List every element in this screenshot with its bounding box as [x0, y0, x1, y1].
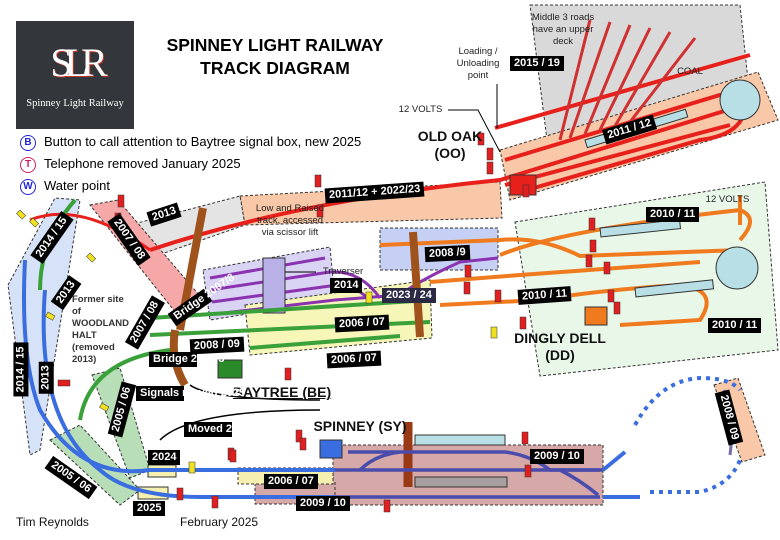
- station-name: DINGLY DELL: [514, 330, 606, 346]
- logo-monogram: SLR: [50, 40, 107, 85]
- legend-item: T Telephone removed January 2025: [20, 156, 241, 173]
- yard-sidings: [558, 19, 697, 141]
- station-code: (DD): [545, 347, 575, 363]
- tag-2006-07-a: 2006 / 07: [334, 314, 390, 333]
- spinney-platform-1: [414, 434, 506, 446]
- title-line-1: SPINNEY LIGHT RAILWAY: [166, 35, 384, 55]
- tag-2015-19: 2015 / 19: [510, 56, 564, 71]
- note-coal: COAL: [677, 66, 703, 77]
- dingly-turntable: [715, 246, 759, 290]
- legend-text: Telephone removed January 2025: [44, 156, 241, 171]
- footer-date: February 2025: [180, 515, 259, 529]
- station-code: (OO): [434, 145, 466, 161]
- loop-dashed: [633, 375, 742, 494]
- water-point-icon: W: [20, 178, 36, 195]
- tag-2024: 2024: [148, 450, 181, 465]
- button-icon: B: [20, 134, 36, 151]
- note-12-volts-oo: 12 VOLTS: [398, 104, 443, 115]
- tag-2006-07-b: 2006 / 07: [326, 350, 382, 369]
- leader-12-volts: [448, 109, 501, 153]
- note-low-raised: Low and Raised track, accessed via sciss…: [255, 203, 325, 238]
- tag-2025: 2025: [133, 501, 166, 516]
- dingly-platform-2: [634, 279, 715, 298]
- traverser: [262, 257, 286, 314]
- tag-moved-2024: Moved 2024: [184, 422, 250, 437]
- loop-tracks: [22, 259, 640, 499]
- telephone-removed-icon: T: [20, 156, 36, 173]
- tag-signals-moved: Signals moved 2025: [136, 386, 245, 401]
- station-dingly-dell: DINGLY DELL(DD): [505, 330, 615, 364]
- spinney-shed: [319, 439, 343, 459]
- tag-2008-09-be: 2008 / 09: [189, 336, 245, 355]
- tag-2023-24: 2023 / 24: [382, 288, 436, 303]
- dingly-platform-1: [599, 219, 682, 238]
- tag-2010-11-a: 2010 / 11: [646, 207, 700, 222]
- spinney-tracks: [335, 450, 603, 499]
- bridge-brown-2: [409, 231, 424, 338]
- legend-item: B Button to call attention to Baytree sig…: [20, 134, 361, 151]
- tag-2006-07-c: 2006 / 07: [264, 474, 318, 489]
- logo: SLR Spinney Light Railway: [16, 21, 134, 129]
- spinney-platform-2: [414, 476, 508, 488]
- road-line-2: [159, 409, 321, 441]
- page-title: SPINNEY LIGHT RAILWAY TRACK DIAGRAM: [140, 34, 410, 80]
- dingly-shed: [584, 306, 608, 326]
- note-upper-deck: Middle 3 roads have an upper deck: [531, 12, 595, 47]
- tag-2014-15-b: 2014 / 15: [13, 342, 29, 397]
- note-12-volts-dd: 12 VOLTS: [705, 194, 750, 205]
- footer-author: Tim Reynolds: [16, 515, 89, 529]
- road-line-1: [189, 384, 321, 401]
- note-loading: Loading / Unloading point: [456, 46, 500, 81]
- logo-name: Spinney Light Railway: [26, 98, 124, 109]
- tag-bridge-2002: Bridge 2002/3: [149, 352, 225, 367]
- station-old-oak: OLD OAK(OO): [400, 128, 500, 162]
- baytree-shed: [217, 359, 243, 379]
- old-oak-approach-zone: [239, 181, 503, 226]
- tag-2013-left: 2013: [38, 361, 54, 394]
- tag-2009-10-a: 2009 / 10: [530, 449, 584, 464]
- note-traverser: Traverser: [322, 266, 364, 277]
- legend-text: Button to call attention to Baytree sign…: [44, 134, 362, 149]
- old-oak-turntable: [719, 79, 761, 121]
- note-former-halt: Former site of WOODLAND HALT (removed 20…: [72, 294, 129, 365]
- station-baytree: BAYTREE (BE): [232, 384, 332, 400]
- station-spinney: SPINNEY (SY): [313, 418, 407, 434]
- legend-text: Water point: [44, 178, 110, 193]
- tag-2010-11-c: 2010 / 11: [708, 318, 762, 333]
- legend-item: W Water point: [20, 178, 110, 195]
- tag-2009-10-b: 2009 / 10: [296, 496, 350, 511]
- title-line-2: TRACK DIAGRAM: [200, 58, 350, 78]
- yellow-signals: [16, 209, 498, 474]
- tag-2014: 2014: [330, 278, 363, 293]
- station-name: OLD OAK: [417, 128, 483, 144]
- tag-2008-9: 2008 /9: [424, 244, 471, 263]
